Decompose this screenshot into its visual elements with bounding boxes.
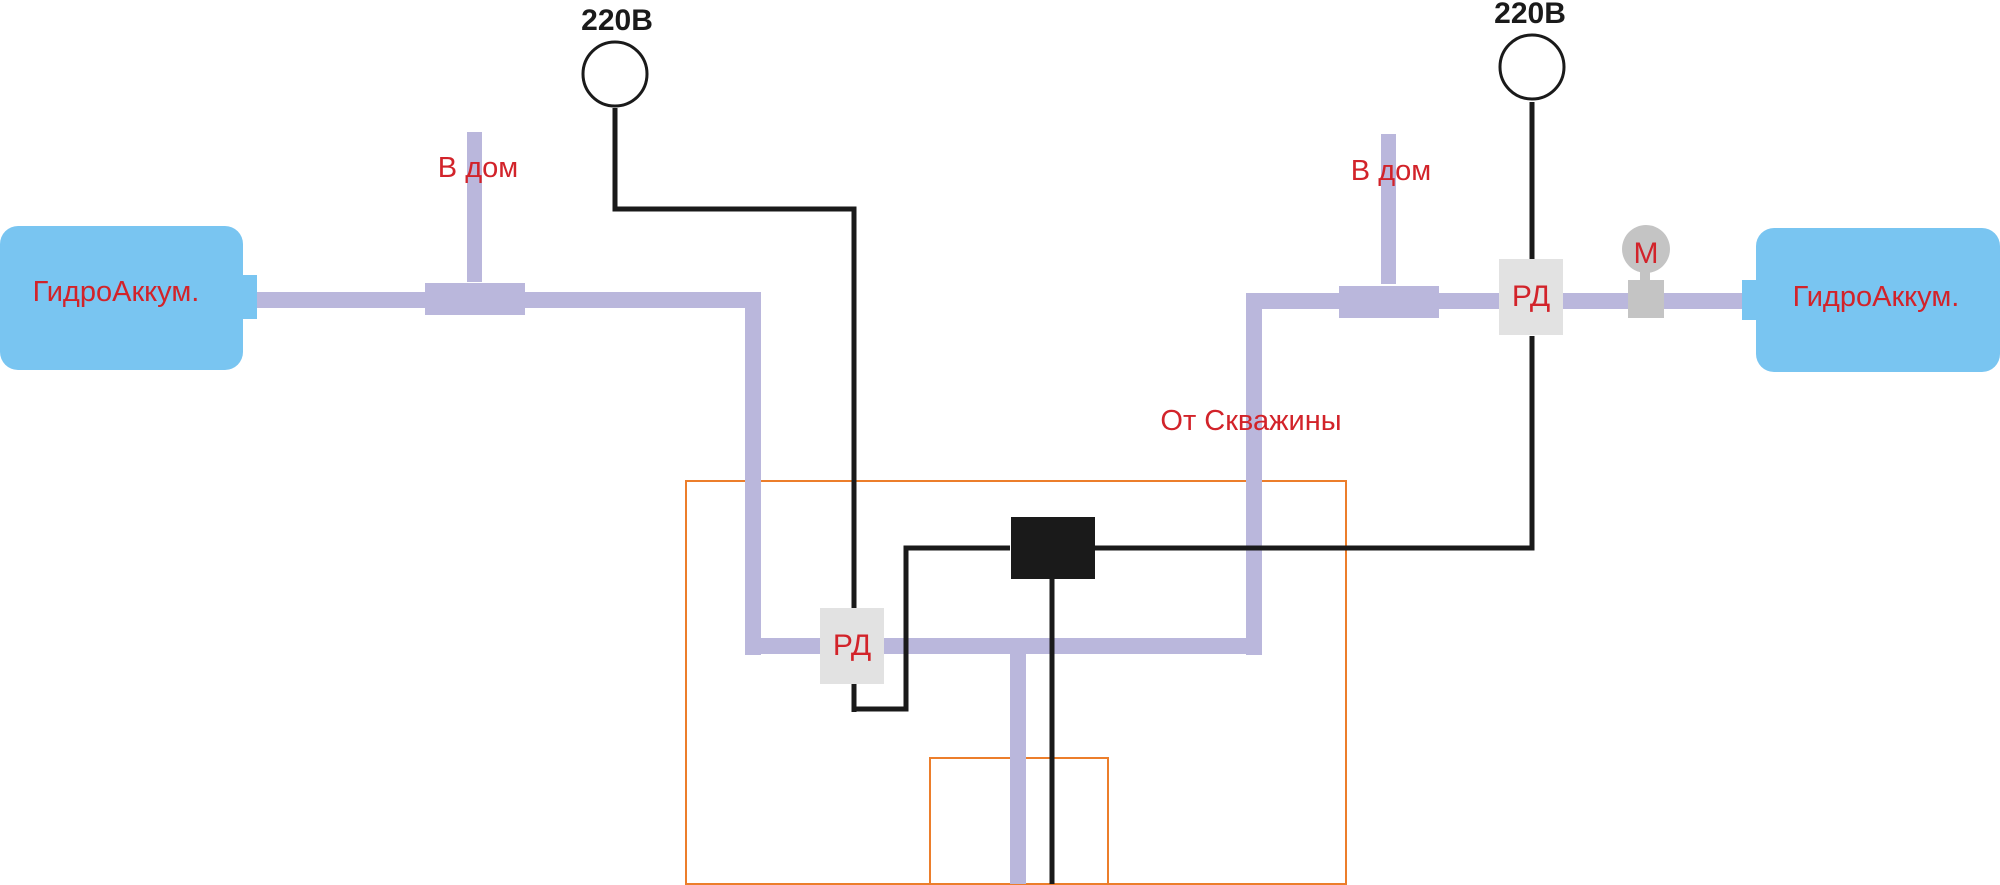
- wire-left-power: [612, 108, 857, 712]
- pipe-left-riser: [745, 292, 761, 655]
- pipe-to-well: [1010, 650, 1026, 884]
- pipes: [240, 132, 1756, 884]
- manometer: М: [1622, 225, 1670, 318]
- tee-left: [425, 283, 525, 315]
- accumulator-left-label: ГидроАккум.: [33, 276, 200, 308]
- manometer-label: М: [1634, 237, 1659, 270]
- wire-controller-to-left-switch: [854, 545, 1010, 712]
- power-source-right: 220В: [1494, 0, 1566, 101]
- controller-block: [1011, 517, 1095, 579]
- pressure-switch-left: РД: [820, 608, 884, 684]
- power-left-label: 220В: [581, 4, 653, 37]
- power-source-left: 220В: [581, 4, 653, 108]
- pressure-switch-right: РД: [1499, 259, 1563, 335]
- accumulator-left: ГидроАккум.: [0, 226, 257, 370]
- pipe-right-riser: [1246, 293, 1262, 655]
- accumulator-right: ГидроАккум.: [1742, 228, 2000, 372]
- power-right-label: 220В: [1494, 0, 1566, 30]
- accumulator-right-label: ГидроАккум.: [1793, 281, 1960, 313]
- pressure-switch-right-label: РД: [1512, 280, 1550, 313]
- tee-right: [1339, 286, 1439, 318]
- to-house-right-label: В дом: [1351, 155, 1431, 187]
- pipe-left-to-house: [467, 132, 482, 282]
- wire-controller-to-right-switch: [1092, 336, 1535, 551]
- from-well-label: От Скважины: [1160, 405, 1341, 437]
- pressure-switch-left-label: РД: [833, 629, 871, 662]
- wires: [612, 102, 1535, 884]
- to-house-left-label: В дом: [438, 152, 518, 184]
- pipe-right-to-house: [1381, 134, 1396, 284]
